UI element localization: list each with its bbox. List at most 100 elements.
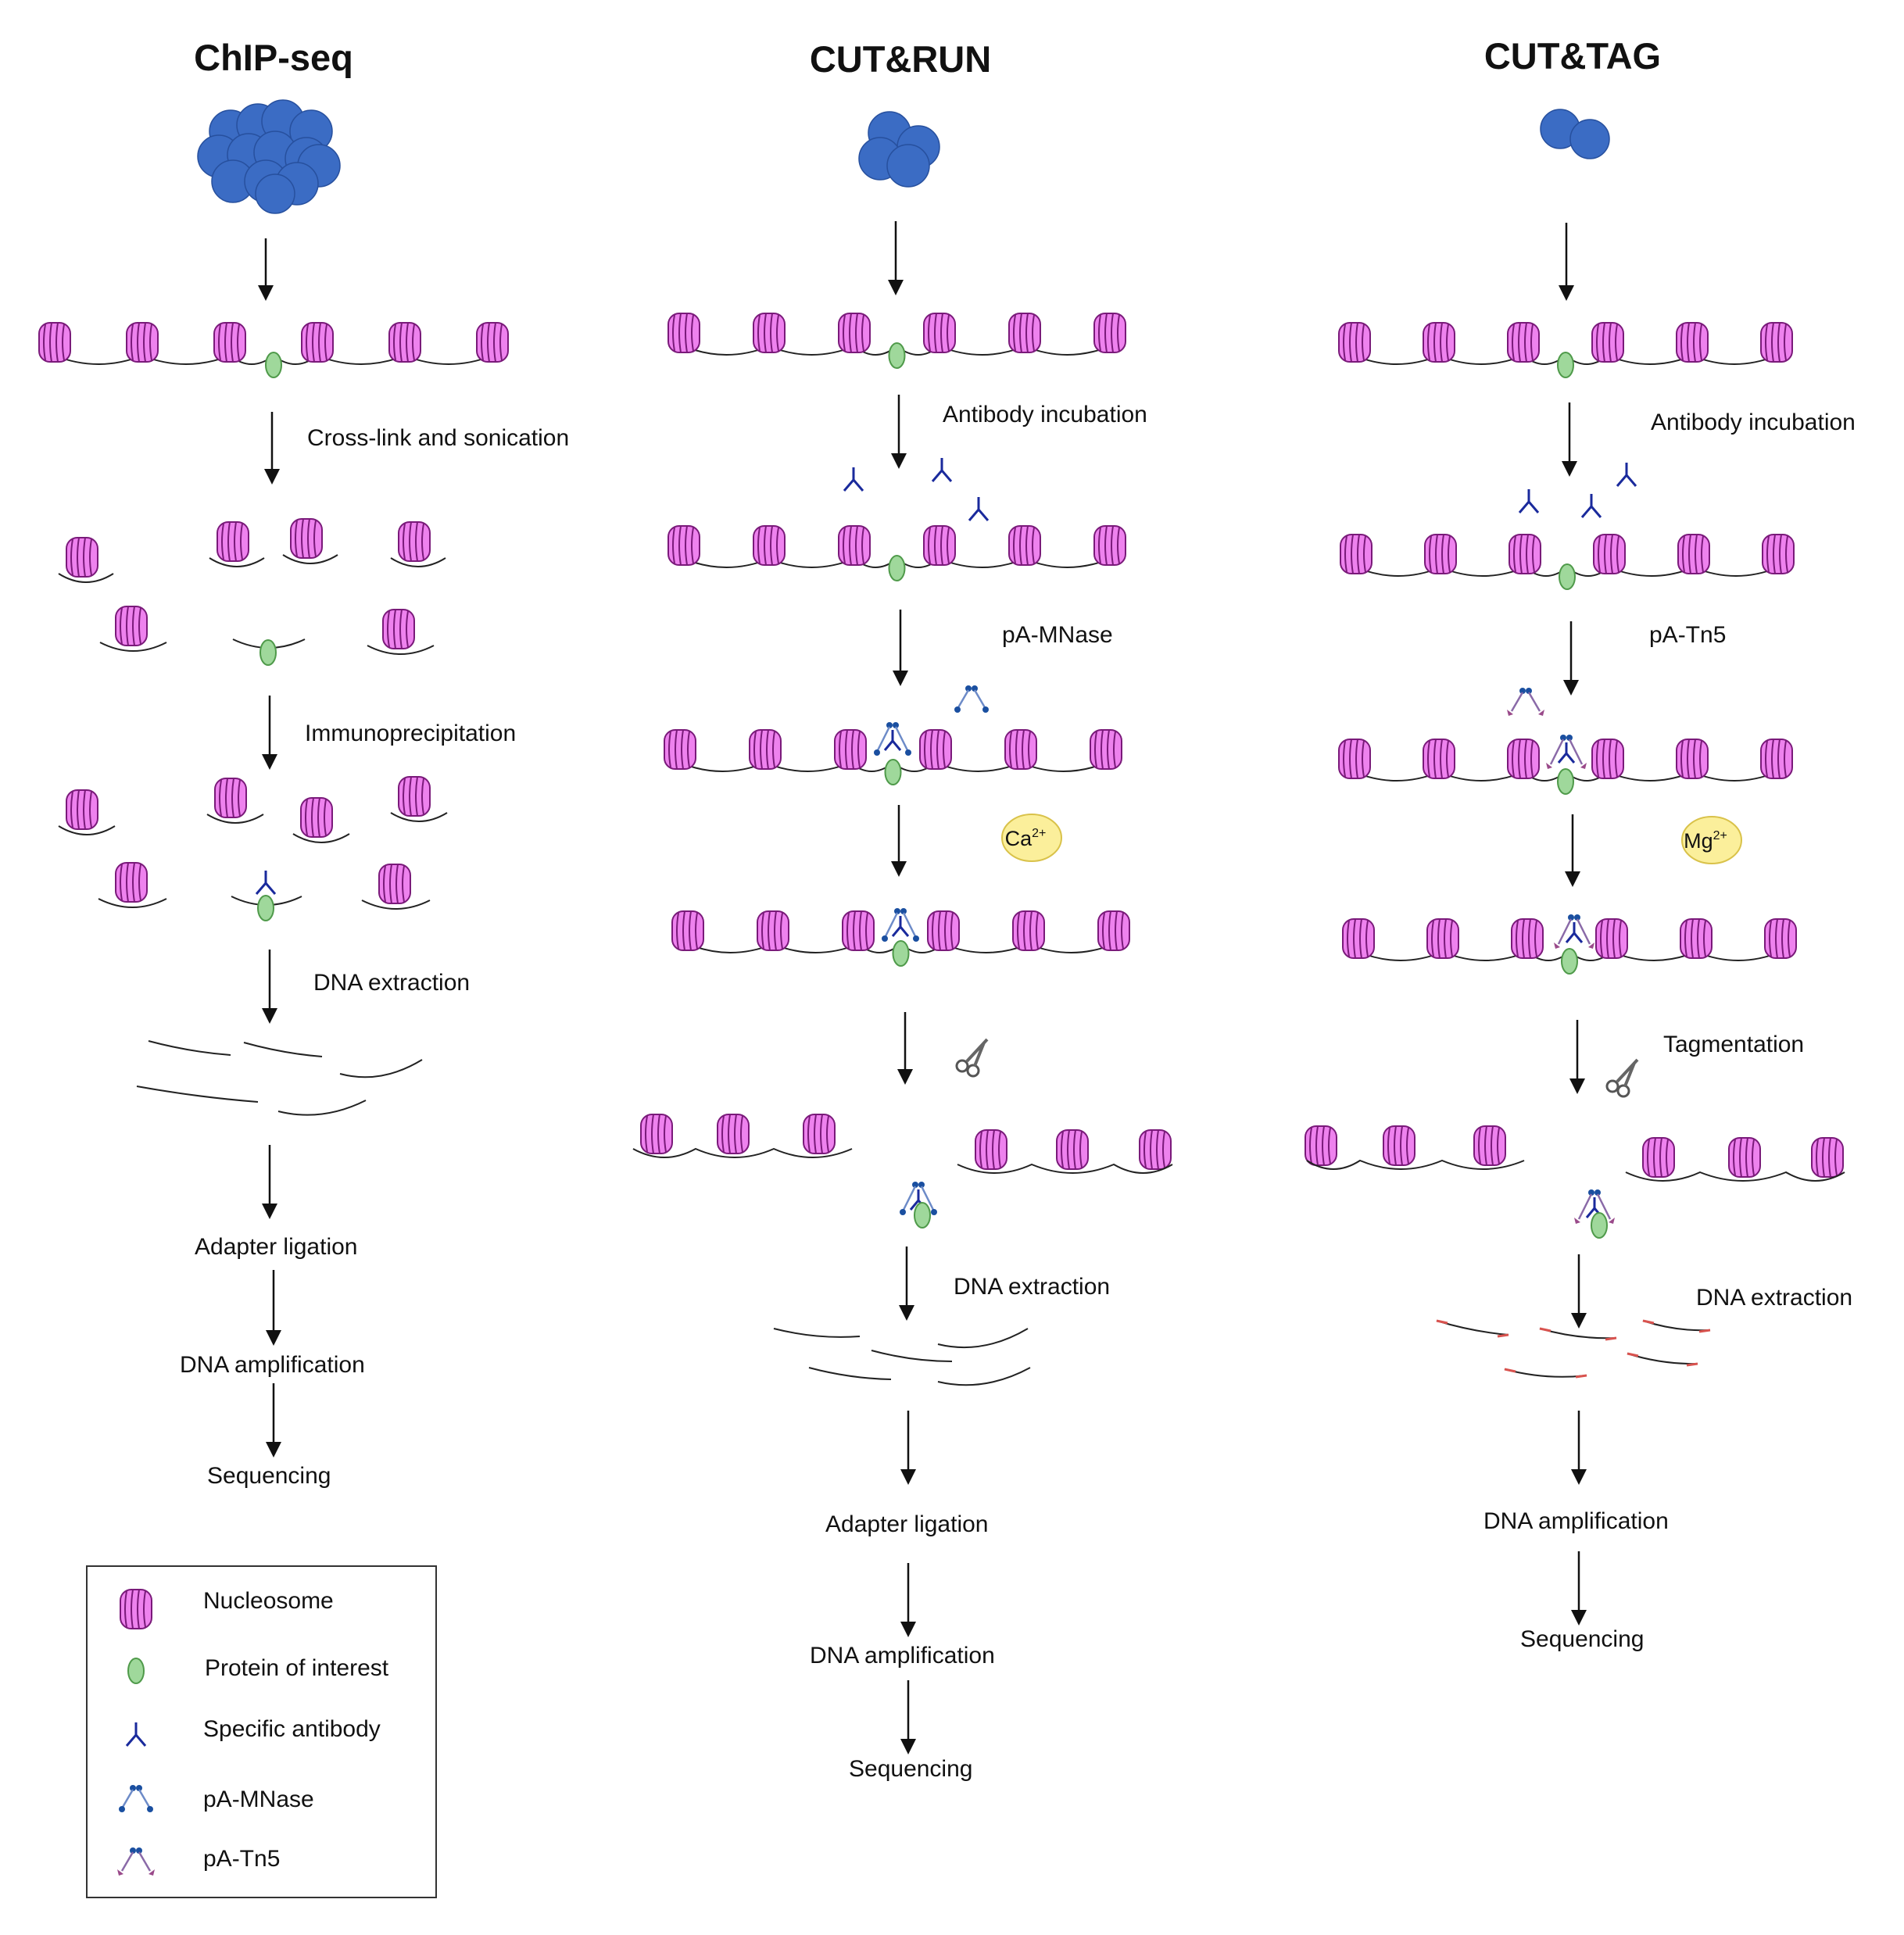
- nucleosome-icon: [1097, 910, 1130, 951]
- nucleosome-icon: [213, 322, 246, 363]
- nucleosome-icon: [640, 1114, 673, 1154]
- nucleosome-icon: [1595, 918, 1628, 959]
- nucleosome-icon: [1008, 313, 1041, 353]
- nucleosome-icon: [667, 313, 700, 353]
- chip-sequencing-label: Sequencing: [207, 1463, 331, 1489]
- antibody-icon: [1616, 461, 1637, 488]
- legend-antibody-label: Specific antibody: [203, 1716, 381, 1742]
- nucleosome-icon: [1424, 534, 1457, 574]
- protein-icon: [888, 342, 906, 369]
- nucleosome-icon: [1093, 525, 1126, 566]
- nucleosome-icon: [1383, 1125, 1415, 1166]
- nucleosome-icon: [842, 910, 875, 951]
- arrows-layer: [258, 221, 1587, 1754]
- cutrun-bound-complex-icon: [872, 721, 913, 757]
- nucleosome-icon: [1591, 739, 1624, 779]
- magnesium-ion-badge: Mg2+: [1681, 816, 1742, 864]
- dna-fragment: [148, 1040, 231, 1056]
- dna-strand: [98, 898, 167, 908]
- dna-fragment: [243, 1042, 323, 1057]
- dna-strand: [1625, 1171, 1845, 1182]
- cuttag-scissors-icon: [1605, 1058, 1639, 1098]
- nucleosome-icon: [717, 1114, 750, 1154]
- nucleosome-icon: [1426, 918, 1459, 959]
- cutrun-amplification-label: DNA amplification: [810, 1643, 995, 1669]
- nucleosome-icon: [1305, 1125, 1337, 1166]
- protein-icon: [259, 639, 277, 666]
- antibody-icon: [931, 456, 953, 483]
- chromatin-layer: [38, 313, 1845, 1386]
- nucleosome-icon: [753, 313, 786, 353]
- dna-strand: [957, 1163, 1173, 1174]
- nucleosome-icon: [1093, 313, 1126, 353]
- protein-icon: [914, 1202, 931, 1229]
- nucleosome-icon: [214, 778, 247, 818]
- nucleosome-icon: [217, 521, 249, 562]
- nucleosome-icon: [290, 518, 323, 559]
- nucleosome-icon: [753, 525, 786, 566]
- antibody-icon: [1518, 488, 1540, 514]
- protein-icon: [1559, 563, 1576, 590]
- nucleosome-icon: [1338, 739, 1371, 779]
- dna-fragment: [937, 1328, 1029, 1349]
- magnesium-charge: 2+: [1713, 829, 1727, 842]
- dna-strand: [390, 812, 448, 822]
- nucleosome-icon: [66, 537, 98, 578]
- nucleosome-icon: [38, 322, 71, 363]
- svg-text:Ca2+: Ca2+: [1005, 827, 1047, 850]
- nucleosome-icon: [1642, 1137, 1675, 1178]
- protein-icon: [1557, 768, 1574, 795]
- cutrun-scissors-icon: [955, 1038, 989, 1078]
- dna-strand: [206, 814, 264, 824]
- cutrun-bound-complex-icon: [880, 907, 921, 943]
- nucleosome-icon: [1507, 322, 1540, 363]
- nucleosome-icon: [975, 1129, 1007, 1170]
- dna-fragment: [1504, 1368, 1587, 1378]
- nucleosome-icon: [1677, 534, 1710, 574]
- nucleosome-icon: [834, 729, 867, 770]
- dna-strand: [58, 573, 114, 583]
- protein-icon: [257, 895, 274, 921]
- nucleosome-icon: [1340, 534, 1373, 574]
- nucleosome-icon: [1004, 729, 1037, 770]
- cutrun-sequencing-label: Sequencing: [849, 1756, 972, 1782]
- legend-pa-tn5-label: pA-Tn5: [203, 1846, 280, 1872]
- pa-mnase-icon: [953, 684, 990, 714]
- nucleosome-icon: [115, 862, 148, 903]
- nucleosome-icon: [1762, 534, 1795, 574]
- tagged-dna-end: [1497, 1333, 1509, 1338]
- nucleosome-icon: [115, 606, 148, 646]
- nucleosome-icon: [1473, 1125, 1506, 1166]
- nucleosome-icon: [1139, 1129, 1172, 1170]
- chip-adapter-label: Adapter ligation: [195, 1234, 357, 1260]
- chip-amplification-label: DNA amplification: [180, 1352, 365, 1378]
- nucleosome-icon: [1008, 525, 1041, 566]
- chip-chromatin-cluster-icon: [197, 99, 341, 214]
- dna-strand: [390, 557, 446, 567]
- chip-extraction-label: DNA extraction: [313, 970, 470, 996]
- dna-fragment: [808, 1367, 892, 1380]
- dna-strand: [99, 642, 167, 652]
- nucleosome-icon: [66, 789, 98, 830]
- antibody-icon: [843, 466, 864, 492]
- protein-icon: [888, 555, 906, 581]
- nucleosome-icon: [1509, 534, 1541, 574]
- dna-fragment: [937, 1367, 1031, 1386]
- nucleosome-icon: [382, 609, 415, 649]
- nucleosome-icon: [838, 313, 871, 353]
- nucleosome-icon: [1676, 739, 1709, 779]
- chip-seq-title: ChIP-seq: [194, 37, 353, 78]
- tagged-dna-end: [1605, 1336, 1617, 1341]
- legend-nucleosome-icon: [120, 1589, 152, 1629]
- antibody-icon: [968, 495, 990, 522]
- dna-strand: [209, 557, 265, 567]
- nucleosome-icon: [476, 322, 509, 363]
- dna-strand: [361, 900, 431, 910]
- nucleosome-icon: [1342, 918, 1375, 959]
- dna-strand: [632, 1147, 853, 1158]
- nucleosome-icon: [378, 864, 411, 904]
- protein-icon: [265, 352, 282, 378]
- nucleosome-icon: [919, 729, 952, 770]
- nucleosome-icon: [927, 910, 960, 951]
